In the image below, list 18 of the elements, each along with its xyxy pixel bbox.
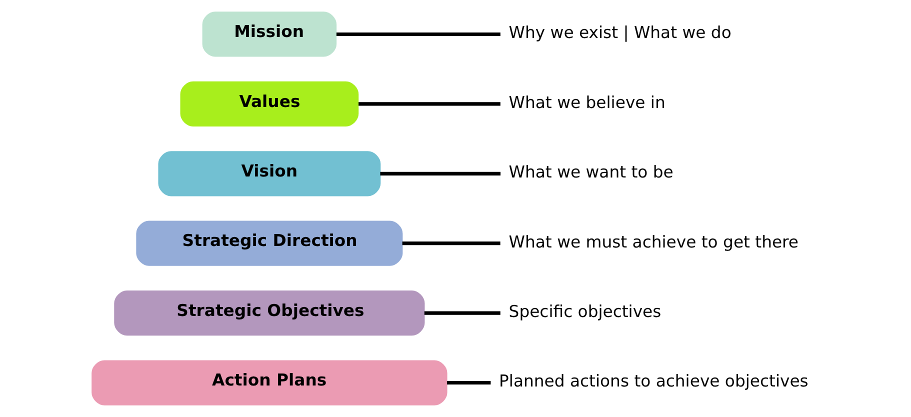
node-box: Strategic Objectives (114, 290, 424, 336)
node-text: Why we exist | What we do (508, 23, 731, 42)
node-text: What we believe in (508, 92, 665, 112)
node-box: Action Plans (91, 360, 447, 406)
connector (358, 102, 500, 106)
connector (446, 380, 490, 385)
node-box: Values (180, 81, 358, 126)
node-text: Planned actions to achieve objectives (498, 372, 808, 391)
connector (380, 172, 500, 176)
connector (424, 311, 500, 315)
node-box: Vision (158, 151, 380, 196)
node-text: Specific objectives (508, 302, 661, 321)
connector (336, 32, 500, 36)
connector (402, 242, 500, 246)
node-box: Mission (202, 12, 336, 57)
node-box: Strategic Direction (136, 220, 402, 266)
node-text: What we must achieve to get there (508, 232, 798, 252)
node-text: What we want to be (508, 162, 673, 182)
